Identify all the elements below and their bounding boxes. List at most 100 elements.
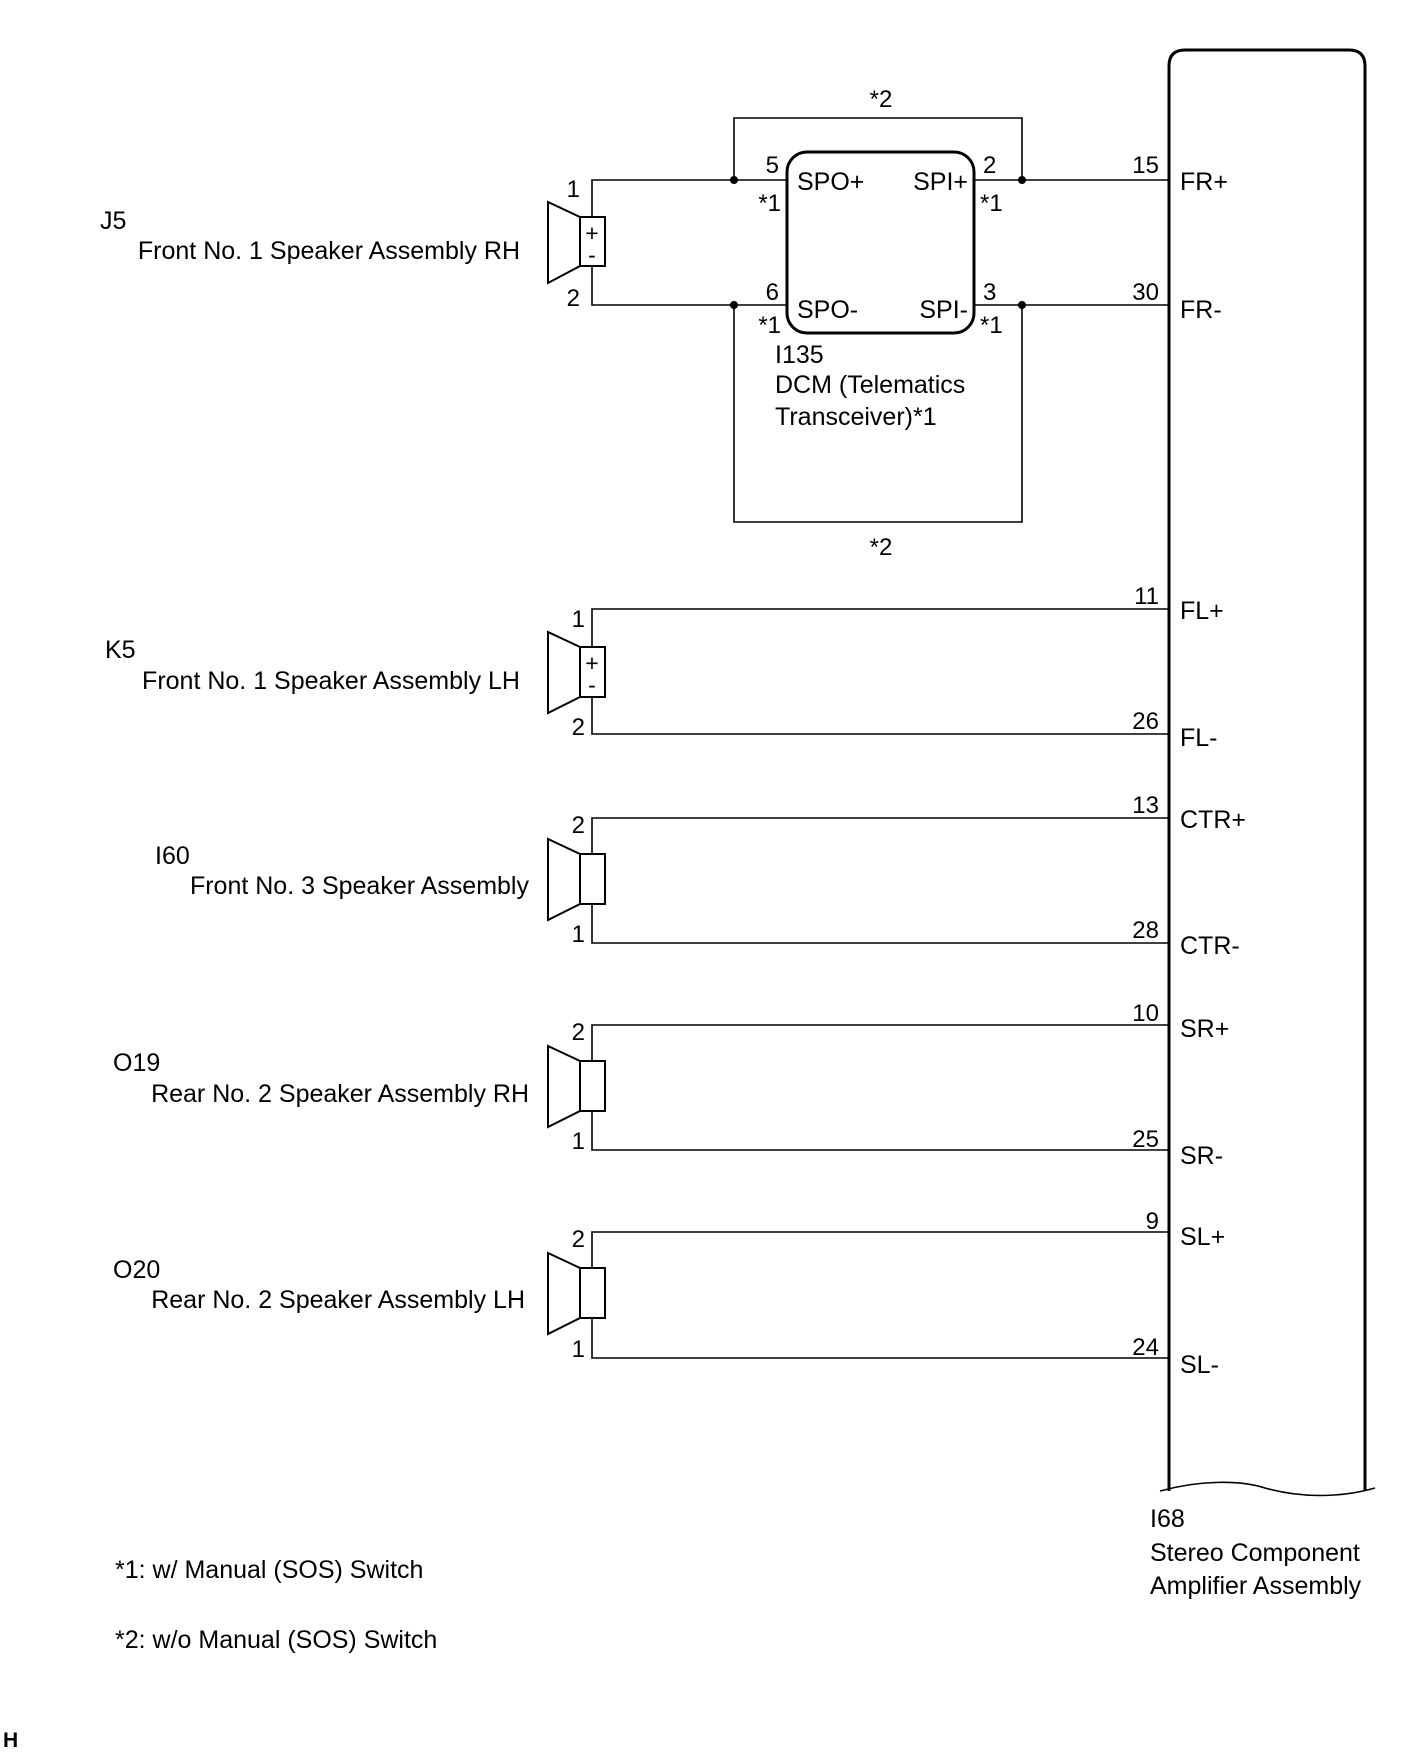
bypass-mark-top: *2 xyxy=(870,86,893,113)
speaker-cone-icon xyxy=(547,630,581,715)
speaker-k5-name: Front No. 1 Speaker Assembly LH xyxy=(142,667,520,695)
speaker-o20-name: Rear No. 2 Speaker Assembly LH xyxy=(151,1286,525,1314)
amp-label-fl-minus: FL- xyxy=(1180,724,1218,752)
amp-pin-sl-minus: 24 xyxy=(1132,1334,1159,1361)
speaker-cone-icon xyxy=(547,200,581,285)
dcm-mark1-spi-plus: *1 xyxy=(980,190,1003,217)
amp-label-sr-plus: SR+ xyxy=(1180,1015,1229,1043)
speaker-i60-name: Front No. 3 Speaker Assembly xyxy=(190,872,530,900)
amp-pin-ctr-plus: 13 xyxy=(1132,792,1159,819)
amplifier-code: I68 xyxy=(1150,1505,1185,1533)
speaker-j5-code: J5 xyxy=(100,207,126,235)
speaker-i60 xyxy=(547,837,606,922)
wire-i60-minus xyxy=(591,903,1169,944)
amp-label-fr-plus: FR+ xyxy=(1180,168,1228,196)
splice-dot xyxy=(1018,176,1026,184)
dcm-mark1-spo-minus: *1 xyxy=(758,312,781,339)
bypass-wire-bottom xyxy=(733,305,1023,523)
speaker-o19 xyxy=(547,1044,606,1129)
speaker-i60-code: I60 xyxy=(155,842,190,870)
dcm-mark1-spo-plus: *1 xyxy=(758,190,781,217)
speaker-j5-pin-top: 1 xyxy=(567,176,580,203)
wire-o19-plus xyxy=(591,1024,1169,1062)
amp-label-ctr-minus: CTR- xyxy=(1180,932,1240,960)
speaker-k5: + - xyxy=(547,630,606,715)
speaker-plus-sign: + xyxy=(585,220,598,246)
bypass-wire-top xyxy=(733,117,1023,180)
speaker-o19-pin-top: 2 xyxy=(572,1019,585,1046)
dcm-name-line2: Transceiver)*1 xyxy=(775,403,937,431)
speaker-k5-pin-bottom: 2 xyxy=(572,714,585,741)
amp-pin-sr-minus: 25 xyxy=(1132,1126,1159,1153)
speaker-magnet-icon xyxy=(579,1267,606,1319)
speaker-cone-icon xyxy=(547,1044,581,1129)
splice-dot xyxy=(1018,301,1026,309)
speaker-o19-pin-bottom: 1 xyxy=(572,1128,585,1155)
wire-o20-plus xyxy=(591,1231,1169,1269)
dcm-mark1-spi-minus: *1 xyxy=(980,312,1003,339)
speaker-k5-pin-top: 1 xyxy=(572,606,585,633)
amp-pin-fr-minus: 30 xyxy=(1132,279,1159,306)
dcm-spi-plus-label: SPI+ xyxy=(913,168,968,196)
dcm-spo-plus-label: SPO+ xyxy=(797,168,864,196)
amp-label-sl-minus: SL- xyxy=(1180,1351,1219,1379)
amplifier-name-line2: Amplifier Assembly xyxy=(1150,1572,1362,1600)
speaker-k5-code: K5 xyxy=(105,636,136,664)
speaker-cone-icon xyxy=(547,837,581,922)
speaker-o20-pin-top: 2 xyxy=(572,1226,585,1253)
amplifier-break-line xyxy=(1159,1481,1376,1497)
amp-pin-fl-minus: 26 xyxy=(1132,708,1159,735)
speaker-magnet-icon xyxy=(579,216,606,267)
splice-dot xyxy=(730,301,738,309)
speaker-j5-pin-bottom: 2 xyxy=(567,285,580,312)
amp-label-sl-plus: SL+ xyxy=(1180,1223,1225,1251)
wire-j5-pin2-to-dcm xyxy=(591,248,787,306)
speaker-j5-name: Front No. 1 Speaker Assembly RH xyxy=(138,237,520,265)
dcm-pin-spo-minus: 6 xyxy=(766,279,779,306)
amp-label-fr-minus: FR- xyxy=(1180,296,1222,324)
amp-label-ctr-plus: CTR+ xyxy=(1180,806,1246,834)
wire-k5-plus xyxy=(591,608,1169,648)
dcm-pin-spo-plus: 5 xyxy=(766,152,779,179)
corner-mark: H xyxy=(3,1729,18,1752)
dcm-spo-minus-label: SPO- xyxy=(797,296,858,324)
wire-i60-plus xyxy=(591,817,1169,855)
dcm-pin-spi-plus: 2 xyxy=(983,152,996,179)
speaker-i60-pin-top: 2 xyxy=(572,812,585,839)
speaker-o19-code: O19 xyxy=(113,1049,160,1077)
amp-pin-fl-plus: 11 xyxy=(1134,583,1159,610)
speaker-j5: + - xyxy=(547,200,606,285)
amplifier-name-line1: Stereo Component xyxy=(1150,1539,1360,1567)
amp-pin-sr-plus: 10 xyxy=(1132,1000,1159,1027)
speaker-cone-icon xyxy=(547,1251,581,1336)
speaker-o20-pin-bottom: 1 xyxy=(572,1336,585,1363)
dcm-name-line1: DCM (Telematics xyxy=(775,371,965,399)
speaker-plus-sign: + xyxy=(585,650,598,676)
speaker-o19-name: Rear No. 2 Speaker Assembly RH xyxy=(151,1080,529,1108)
speaker-magnet-icon xyxy=(579,853,606,905)
speaker-minus-sign: - xyxy=(588,672,596,698)
speaker-magnet-icon xyxy=(579,1060,606,1112)
amp-label-fl-plus: FL+ xyxy=(1180,597,1224,625)
amplifier-body xyxy=(1167,48,1367,1491)
speaker-o20 xyxy=(547,1251,606,1336)
speaker-o20-code: O20 xyxy=(113,1256,160,1284)
amp-pin-sl-plus: 9 xyxy=(1146,1208,1159,1235)
splice-dot xyxy=(730,176,738,184)
dcm-pin-spi-minus: 3 xyxy=(983,279,996,306)
speaker-magnet-icon xyxy=(579,646,606,698)
dcm-spi-minus-label: SPI- xyxy=(919,296,968,324)
note-2: *2: w/o Manual (SOS) Switch xyxy=(115,1626,437,1654)
dcm-code: I135 xyxy=(775,341,824,369)
bypass-mark-bottom: *2 xyxy=(870,534,893,561)
note-1: *1: w/ Manual (SOS) Switch xyxy=(115,1556,423,1584)
amp-pin-fr-plus: 15 xyxy=(1132,152,1159,179)
speaker-minus-sign: - xyxy=(588,242,596,268)
speaker-i60-pin-bottom: 1 xyxy=(572,921,585,948)
amp-label-sr-minus: SR- xyxy=(1180,1142,1223,1170)
dcm-box xyxy=(785,150,976,335)
wire-k5-minus xyxy=(591,678,1169,735)
wire-o20-minus xyxy=(591,1317,1169,1359)
wire-o19-minus xyxy=(591,1110,1169,1151)
